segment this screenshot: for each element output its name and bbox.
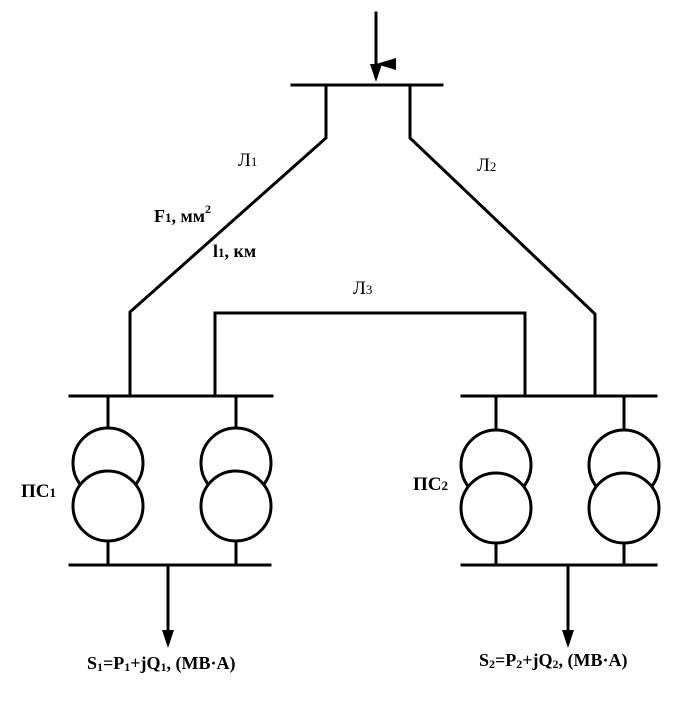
substation-ps1 bbox=[68, 394, 274, 648]
line-l1 bbox=[128, 83, 328, 398]
line-l3 bbox=[213, 311, 527, 398]
label-line1-cross-section: F1, мм2 bbox=[154, 202, 211, 226]
substation-ps2 bbox=[459, 394, 661, 648]
load-arrow-s1-head bbox=[162, 630, 174, 648]
line-l2 bbox=[408, 83, 597, 398]
label-line1-length: l1, км bbox=[213, 241, 256, 261]
label-substation-ps1: ПС1 bbox=[21, 481, 56, 502]
label-line-l1: Л1 bbox=[238, 150, 257, 171]
label-line-l2: Л2 bbox=[477, 155, 496, 176]
ps2-transformer-1 bbox=[459, 394, 533, 567]
label-load-s2: S2=P2+jQ2, (МВ·А) bbox=[479, 650, 628, 671]
load-arrow-s2-head bbox=[562, 630, 574, 648]
supply-arrow-head bbox=[370, 64, 382, 82]
ps1-transformer-1 bbox=[71, 394, 145, 567]
ps1-transformer-2 bbox=[199, 394, 273, 567]
ps2-transformer-2 bbox=[587, 394, 661, 567]
label-line-l3: Л3 bbox=[353, 278, 372, 299]
label-substation-ps2: ПС2 bbox=[413, 474, 448, 495]
label-load-s1: S1=P1+jQ1, (МВ·А) bbox=[87, 653, 236, 674]
